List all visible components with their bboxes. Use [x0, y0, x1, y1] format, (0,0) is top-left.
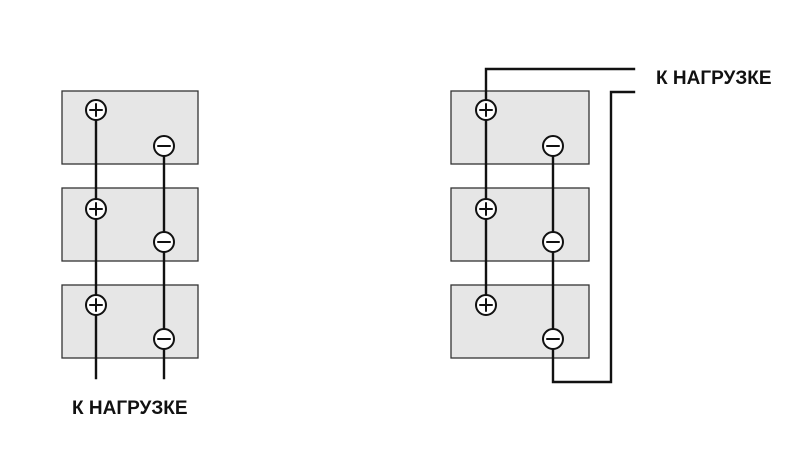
plus-terminal-icon	[85, 294, 107, 316]
left-load-label: К НАГРУЗКЕ	[72, 398, 188, 419]
right-battery-2	[450, 187, 590, 262]
minus-terminal-icon	[153, 135, 175, 157]
plus-terminal-icon	[475, 198, 497, 220]
right-positive-lead	[484, 67, 636, 307]
plus-terminal-icon	[475, 99, 497, 121]
right-battery-3	[450, 284, 590, 359]
minus-terminal-icon	[153, 328, 175, 350]
right-battery-1	[450, 90, 590, 165]
minus-terminal-icon	[542, 135, 564, 157]
right-parallel-assembly: К НАГРУЗКЕ	[450, 67, 772, 384]
plus-terminal-icon	[85, 99, 107, 121]
left-battery-1	[61, 90, 199, 165]
minus-terminal-icon	[542, 231, 564, 253]
right-load-label: К НАГРУЗКЕ	[656, 68, 772, 89]
plus-terminal-icon	[85, 198, 107, 220]
minus-terminal-icon	[542, 328, 564, 350]
plus-terminal-icon	[475, 294, 497, 316]
left-battery-2	[61, 187, 199, 262]
left-battery-3	[61, 284, 199, 359]
left-parallel-assembly: К НАГРУЗКЕ	[61, 90, 199, 419]
minus-terminal-icon	[153, 231, 175, 253]
right-negative-lead	[551, 90, 636, 384]
